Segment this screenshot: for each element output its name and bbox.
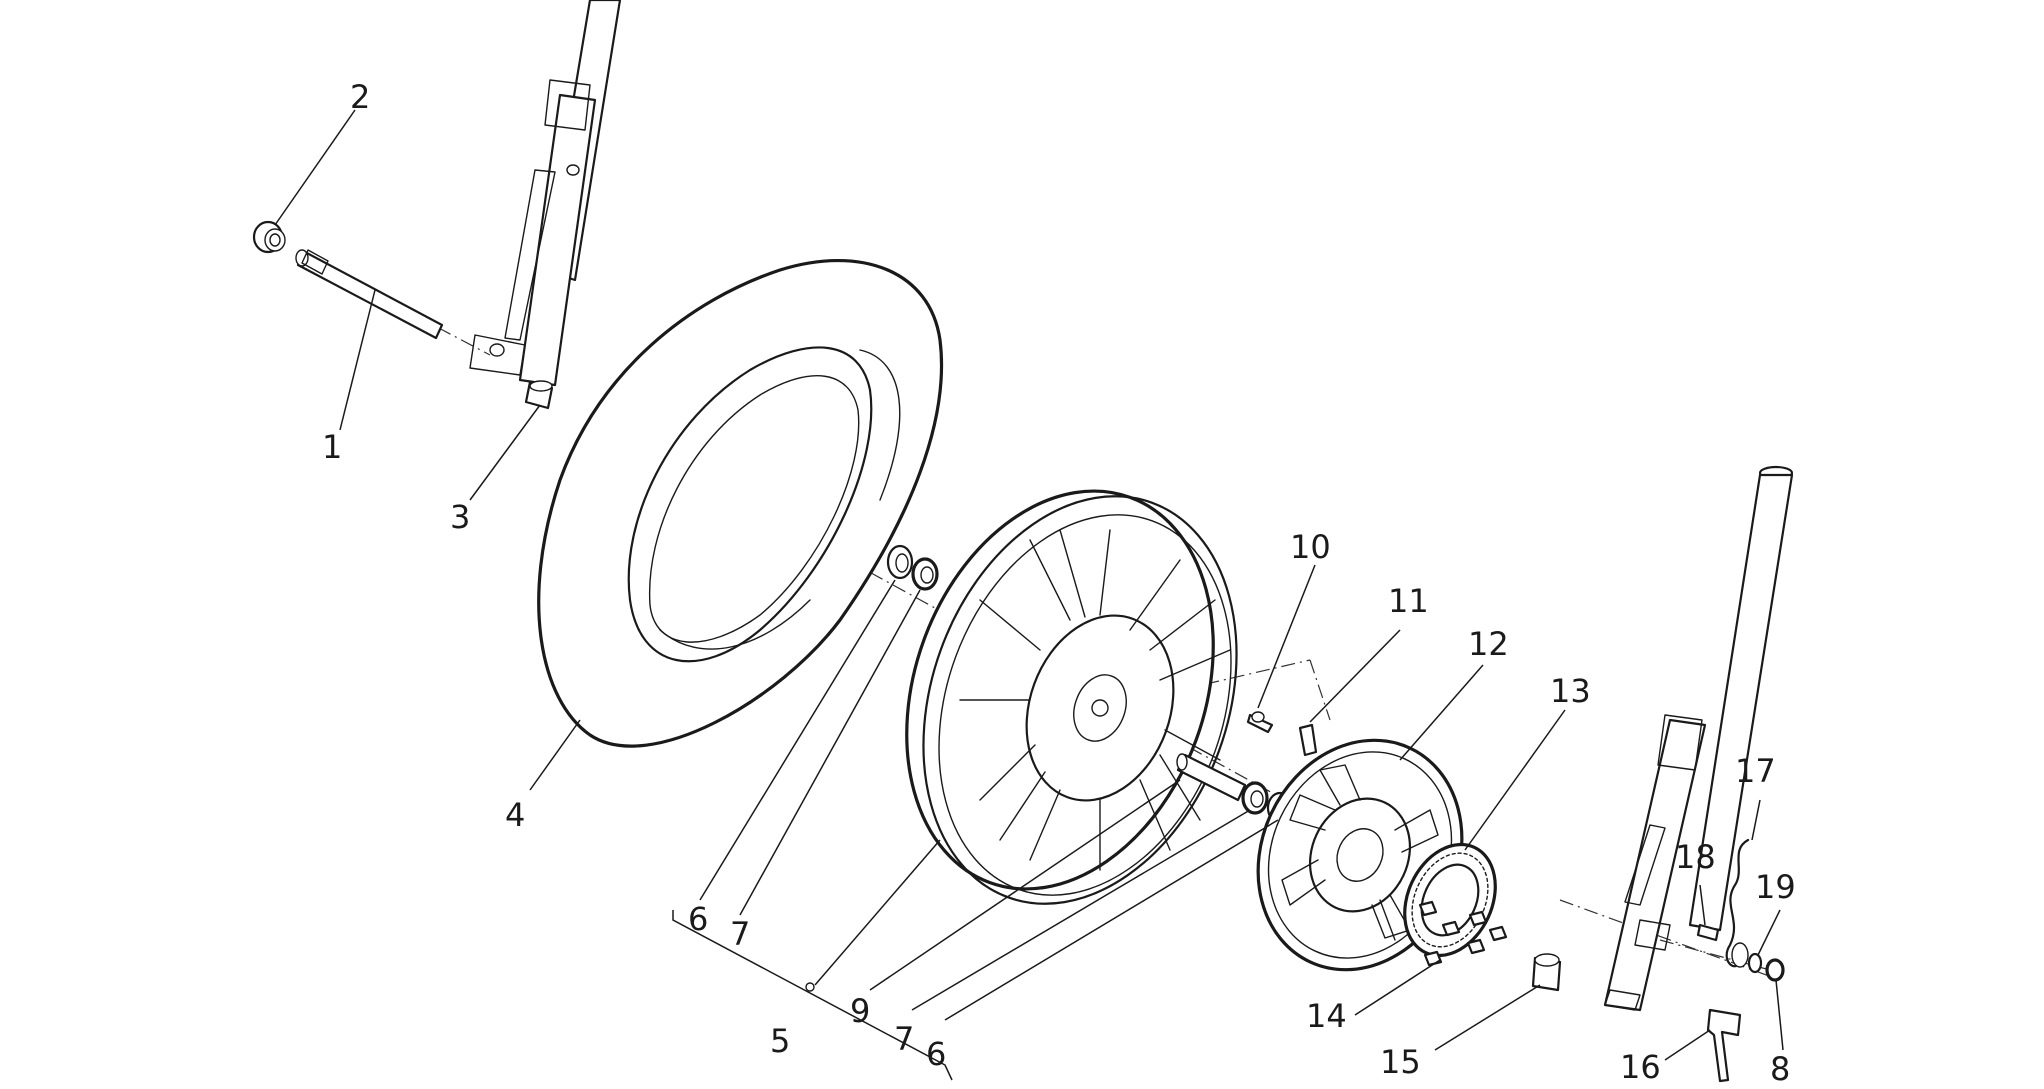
wheel-axle [295,249,444,340]
callout-4: 4 [505,796,525,834]
callout-14: 14 [1306,997,1347,1035]
valve [805,982,815,992]
callout-17: 17 [1735,752,1776,790]
callout-8: 8 [1770,1050,1790,1088]
hub-spacer-tube [1176,753,1247,802]
right-fork-leg [1603,465,1794,1012]
left-bearing-set [886,544,939,591]
assembly-bracket [672,910,953,1081]
washer-19 [1747,952,1763,974]
callout-7b: 7 [894,1020,914,1058]
callout-18: 18 [1675,838,1716,876]
callout-1: 1 [322,428,342,466]
right-spacer [1531,953,1562,992]
wheel-rim [905,489,1238,905]
callout-19: 19 [1755,868,1796,906]
callout-2: 2 [350,78,370,116]
disc-screws [1418,900,1508,967]
callout-15: 15 [1380,1043,1421,1081]
callout-11: 11 [1388,582,1429,620]
leader-lines [274,109,1784,1061]
abs-sensor [1706,1008,1742,1083]
callout-3: 3 [450,498,470,536]
nut-8 [1765,958,1785,982]
abs-tone-ring [1403,842,1497,958]
callout-7a: 7 [730,915,750,953]
abs-sensor-wire [1725,838,1750,968]
callout-13: 13 [1550,672,1591,710]
tyre [537,258,944,748]
clip-11 [1298,723,1318,757]
callout-16: 16 [1620,1048,1661,1086]
callout-labels: 1 2 3 4 5 6 6 7 7 8 9 10 11 12 13 14 15 … [322,78,1796,1088]
callout-9: 9 [850,992,870,1030]
callout-6b: 6 [926,1035,946,1073]
axle-nut [252,220,286,254]
callout-12: 12 [1468,625,1509,663]
callout-10: 10 [1290,528,1331,566]
sensor-bolt [1696,923,1720,942]
callout-5: 5 [770,1022,790,1060]
screw-10 [1246,711,1274,734]
callout-6a: 6 [688,900,708,938]
left-fork-leg [469,0,622,387]
axle-spacer [524,380,554,410]
